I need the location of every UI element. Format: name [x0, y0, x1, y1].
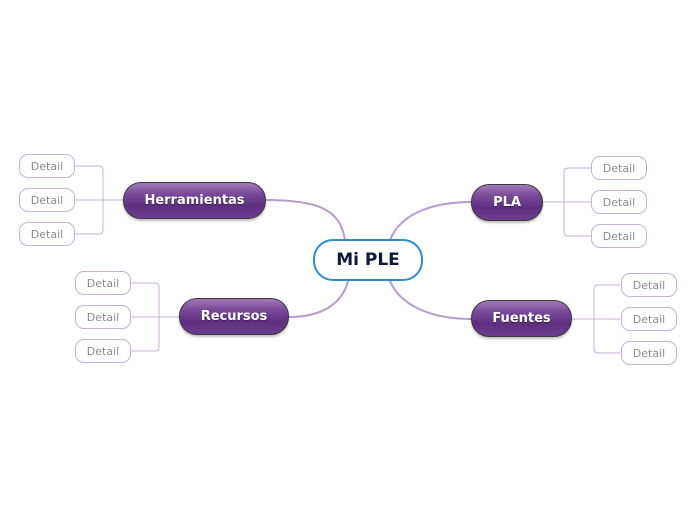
topic-label: Herramientas	[144, 193, 245, 208]
detail-node[interactable]: Detail	[621, 307, 677, 331]
detail-node[interactable]: Detail	[75, 271, 131, 295]
detail-node[interactable]: Detail	[19, 154, 75, 178]
connector-fuentes	[389, 280, 473, 320]
detail-node[interactable]: Detail	[75, 339, 131, 363]
connector-pla	[389, 201, 473, 241]
connector-recursos	[288, 280, 349, 318]
topic-recursos[interactable]: Recursos	[179, 298, 289, 335]
detail-label: Detail	[632, 278, 666, 292]
detail-node[interactable]: Detail	[621, 273, 677, 297]
topic-pla[interactable]: PLA	[471, 184, 543, 221]
detail-label: Detail	[602, 229, 636, 243]
bracket-pla	[542, 167, 592, 237]
detail-label: Detail	[86, 310, 120, 324]
connector-herramientas	[264, 199, 346, 241]
detail-label: Detail	[86, 344, 120, 358]
detail-label: Detail	[602, 195, 636, 209]
bracket-herramientas	[74, 165, 123, 235]
detail-label: Detail	[632, 312, 666, 326]
bracket-recursos	[130, 282, 180, 352]
detail-label: Detail	[30, 227, 64, 241]
detail-node[interactable]: Detail	[19, 188, 75, 212]
detail-label: Detail	[30, 159, 64, 173]
detail-label: Detail	[602, 161, 636, 175]
topic-herramientas[interactable]: Herramientas	[123, 182, 266, 219]
topic-label: PLA	[493, 195, 521, 210]
detail-node[interactable]: Detail	[591, 156, 647, 180]
detail-node[interactable]: Detail	[75, 305, 131, 329]
central-topic-label: Mi PLE	[336, 250, 400, 270]
detail-label: Detail	[632, 346, 666, 360]
topic-label: Recursos	[200, 309, 268, 324]
detail-label: Detail	[86, 276, 120, 290]
bracket-fuentes	[572, 284, 622, 354]
detail-node[interactable]: Detail	[591, 224, 647, 248]
detail-node[interactable]: Detail	[591, 190, 647, 214]
central-topic[interactable]: Mi PLE	[313, 239, 423, 281]
topic-label: Fuentes	[492, 311, 551, 326]
detail-label: Detail	[30, 193, 64, 207]
detail-node[interactable]: Detail	[19, 222, 75, 246]
detail-node[interactable]: Detail	[621, 341, 677, 365]
topic-fuentes[interactable]: Fuentes	[471, 300, 572, 337]
